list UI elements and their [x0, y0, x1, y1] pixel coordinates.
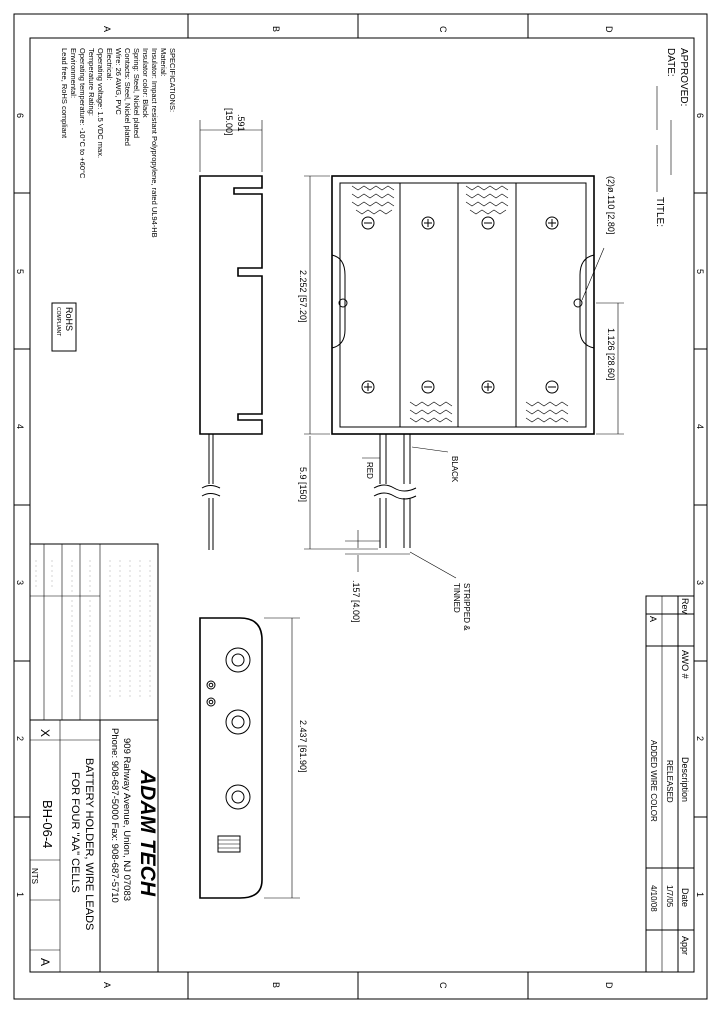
mounting-hole	[338, 298, 348, 308]
zone-number-2-right: 2	[695, 736, 705, 741]
red-wire-label: RED	[365, 462, 374, 479]
specifications-block: SPECIFICATIONS: Material: Insulator: Imp…	[60, 48, 177, 238]
zone-letter-a-bottom: A	[102, 982, 112, 988]
zone-number-5-right: 5	[695, 269, 705, 274]
revision-table	[645, 595, 695, 973]
dimension-height-mm: [15.00]	[224, 108, 234, 136]
revision-row-2-date: 4/10/08	[649, 885, 658, 912]
description-header: Description	[680, 757, 690, 802]
spec-line: Electrical:	[105, 48, 114, 81]
spec-line: Material:	[159, 48, 168, 77]
holder-end-view	[199, 617, 300, 899]
dimension-strip-length: .157 [4.00]	[351, 580, 361, 623]
spec-line: Temperature Rating:	[87, 48, 96, 116]
zone-letter-b-top: B	[271, 26, 281, 32]
zone-letter-a-top: A	[102, 26, 112, 32]
specifications-heading: SPECIFICATIONS:	[168, 48, 177, 112]
spec-line: Insulator: Impact resistant Polypropylen…	[150, 48, 159, 238]
dimension-body-length: 2.252 [57.20]	[298, 270, 308, 323]
rohs-badge: RoHS COMPLIANT	[51, 302, 77, 352]
lead-wires	[373, 434, 417, 548]
spring-contact	[465, 185, 509, 215]
spec-line: Lead free, RoHS compliant	[60, 48, 69, 139]
zone-ticks	[14, 14, 707, 999]
title-label: TITLE:	[654, 197, 665, 227]
zone-number-2-left: 2	[15, 736, 25, 741]
company-name: ADAM TECH	[136, 769, 159, 897]
spec-line: Wire: 26 AWG, PVC	[114, 48, 123, 115]
polarity-plus-symbol	[481, 380, 495, 394]
revision-row-2-description: ADDED WIRE COLOR	[649, 740, 658, 822]
mounting-hole	[573, 298, 583, 308]
approved-label: APPROVED:	[678, 48, 689, 106]
holder-top-view	[331, 175, 595, 548]
polarity-minus-symbol	[545, 380, 559, 394]
zone-letter-c-top: C	[438, 26, 448, 33]
top-view-dimensions	[304, 175, 624, 572]
spring-contact	[525, 401, 569, 423]
dimension-width: 2.437 [61.90]	[298, 720, 308, 773]
revision-row-2-rev: A	[648, 616, 658, 622]
zone-number-4-left: 4	[15, 424, 25, 429]
part-title-line-1: BATTERY HOLDER, WIRE LEADS	[83, 758, 95, 930]
dimension-half-length: 1.126 [28.60]	[606, 328, 616, 381]
black-wire-label: BLACK	[450, 456, 459, 483]
company-phone: Phone: 908-687-5000 Fax: 908-687-5710	[109, 728, 120, 903]
zone-letter-d-bottom: D	[604, 982, 614, 989]
part-size: X	[38, 729, 52, 737]
zone-number-5-left: 5	[15, 269, 25, 274]
zone-number-4-right: 4	[695, 424, 705, 429]
dimension-hole: (2)ø.110 [2.80]	[606, 176, 616, 234]
spec-line: Contacts: Steel, Nickel plated	[123, 48, 132, 146]
zone-letter-d-top: D	[604, 26, 614, 33]
spec-line: Operating voltage: 1.5 VDC max.	[96, 48, 105, 158]
spec-line: Insulator color: Black	[141, 48, 150, 118]
stripped-tinned-label: STRIPPED &	[462, 583, 471, 631]
spec-line: Environmental:	[69, 48, 78, 98]
dimension-lead-length: 5.9 [150]	[298, 467, 308, 502]
date-header: Date	[680, 888, 690, 907]
polarity-plus-symbol	[421, 216, 435, 230]
polarity-minus-symbol	[421, 380, 435, 394]
zone-number-3-left: 3	[15, 580, 25, 585]
zone-number-6-left: 6	[15, 113, 25, 118]
zone-number-3-right: 3	[695, 580, 705, 585]
spec-line: Operating temperature: -10°C to +60°C	[78, 48, 87, 179]
date-label: DATE:	[665, 48, 676, 77]
rohs-badge-text: RoHS	[64, 307, 74, 331]
rohs-badge-subtext: COMPLIANT	[55, 307, 61, 336]
zone-letter-c-bottom: C	[438, 982, 448, 989]
zone-number-6-right: 6	[695, 113, 705, 118]
zone-number-1-left: 1	[15, 892, 25, 897]
revision-row-1-date: 1/7/05	[665, 885, 674, 908]
rev-header: Rev	[680, 598, 690, 615]
polarity-plus-symbol	[545, 216, 559, 230]
polarity-minus-symbol	[361, 216, 375, 230]
outer-frame	[13, 13, 708, 1000]
spring-contact	[351, 185, 395, 215]
part-number: BH-06-4	[40, 800, 55, 848]
title-block	[29, 543, 159, 973]
spec-line: Spring: Steel, Nickel plated	[132, 48, 141, 138]
part-rev: A	[38, 958, 52, 966]
company-address: 909 Rahway Avenue, Union, NJ 07083	[121, 738, 132, 901]
awo-header: AWO #	[680, 650, 690, 679]
dimension-height: .591	[236, 114, 246, 132]
stripped-tinned-label-2: TINNED	[452, 583, 461, 613]
part-title-line-2: FOR FOUR "AA" CELLS	[69, 772, 81, 893]
appr-header: Appr	[680, 936, 690, 955]
part-scale: NTS	[30, 868, 39, 884]
polarity-minus-symbol	[481, 216, 495, 230]
zone-number-1-right: 1	[695, 892, 705, 897]
polarity-plus-symbol	[361, 380, 375, 394]
spring-contact	[409, 401, 453, 423]
zone-letter-b-bottom: B	[271, 982, 281, 988]
revision-row-1-description: RELEASED	[665, 760, 674, 803]
holder-side-view	[199, 120, 263, 550]
